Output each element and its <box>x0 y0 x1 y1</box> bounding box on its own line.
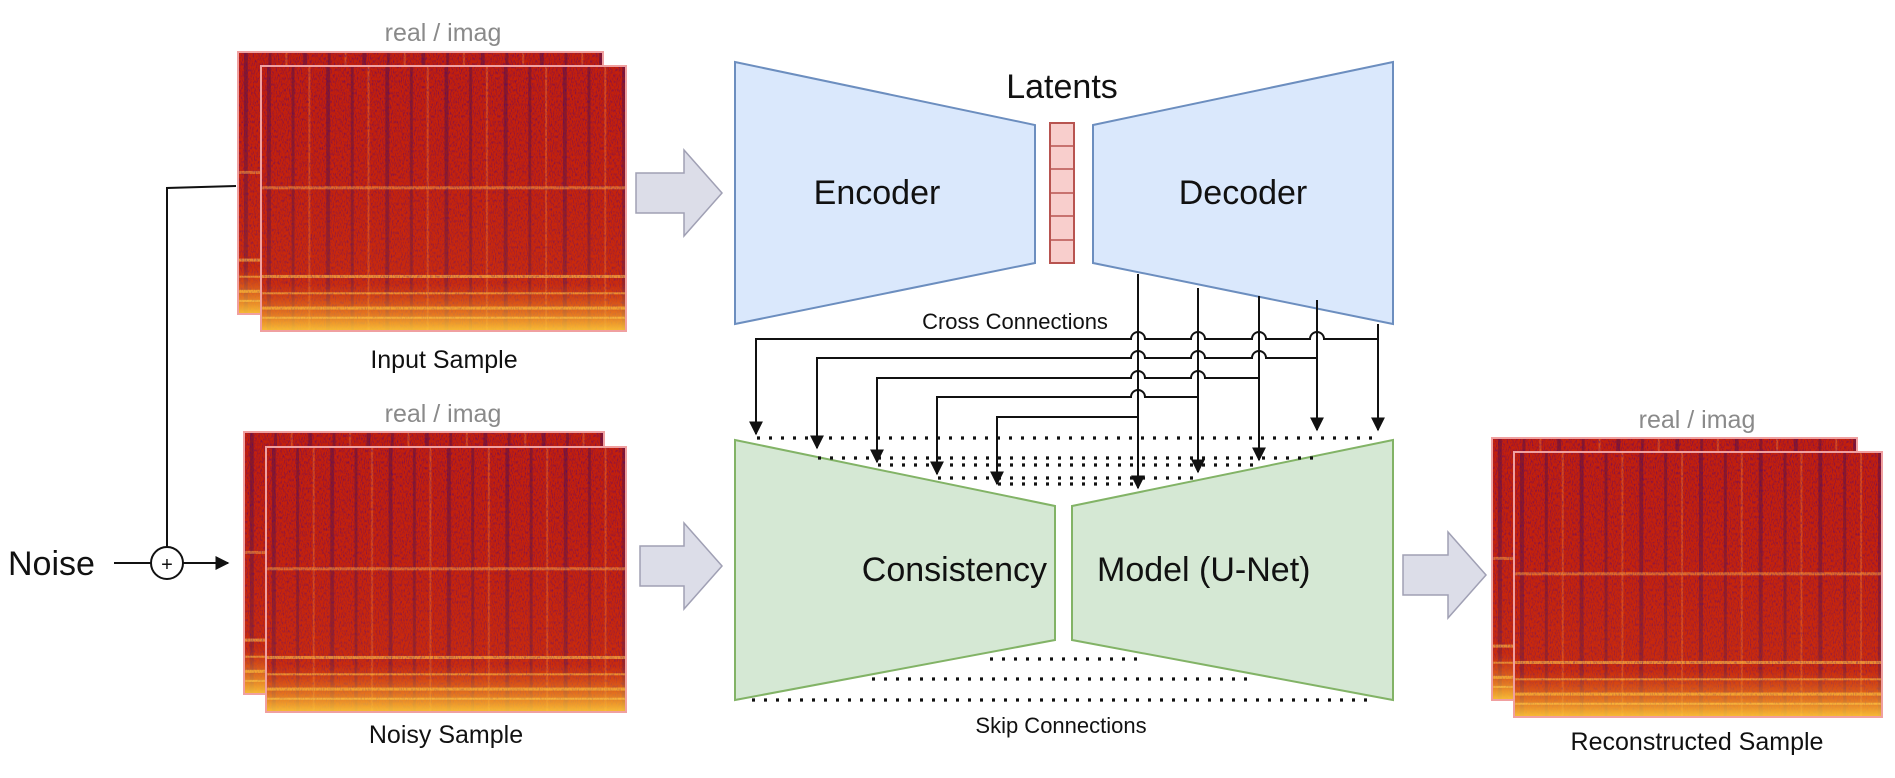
unet-to-output-arrow <box>1402 530 1488 620</box>
reconstructed-sample-spectrogram <box>1491 437 1883 718</box>
latents-label: Latents <box>1006 68 1118 106</box>
decoder-label: Decoder <box>1179 174 1308 212</box>
encoder-block <box>734 60 1036 326</box>
input-feed-wire <box>166 185 237 547</box>
latent-vector <box>1049 122 1075 264</box>
input-sample-caption: Input Sample <box>370 346 517 374</box>
input-channel-label: real / imag <box>385 19 502 47</box>
skip-connections-label: Skip Connections <box>975 713 1146 738</box>
input-to-encoder-arrow <box>635 148 724 238</box>
reconstructed-sample-caption: Reconstructed Sample <box>1571 728 1824 756</box>
noisy-sample-caption: Noisy Sample <box>369 721 523 749</box>
noisy-to-unet-arrow <box>639 521 724 611</box>
skip-connections <box>752 657 1370 702</box>
unet-left-label: Consistency <box>862 551 1047 589</box>
plus-symbol: + <box>161 554 173 576</box>
noise-label: Noise <box>8 545 95 583</box>
input-sample-spectrogram <box>237 51 627 332</box>
cross-connections-label: Cross Connections <box>922 309 1108 334</box>
output-channel-label: real / imag <box>1639 406 1756 434</box>
decoder-block <box>1092 60 1394 326</box>
unet-left-block <box>734 438 1056 702</box>
encoder-label: Encoder <box>814 174 941 212</box>
cross-connections <box>749 274 1385 490</box>
unet-right-label: Model (U-Net) <box>1097 551 1310 589</box>
unet-right-block <box>1071 438 1394 702</box>
noisy-sample-spectrogram <box>243 431 627 713</box>
noisy-channel-label: real / imag <box>385 400 502 428</box>
